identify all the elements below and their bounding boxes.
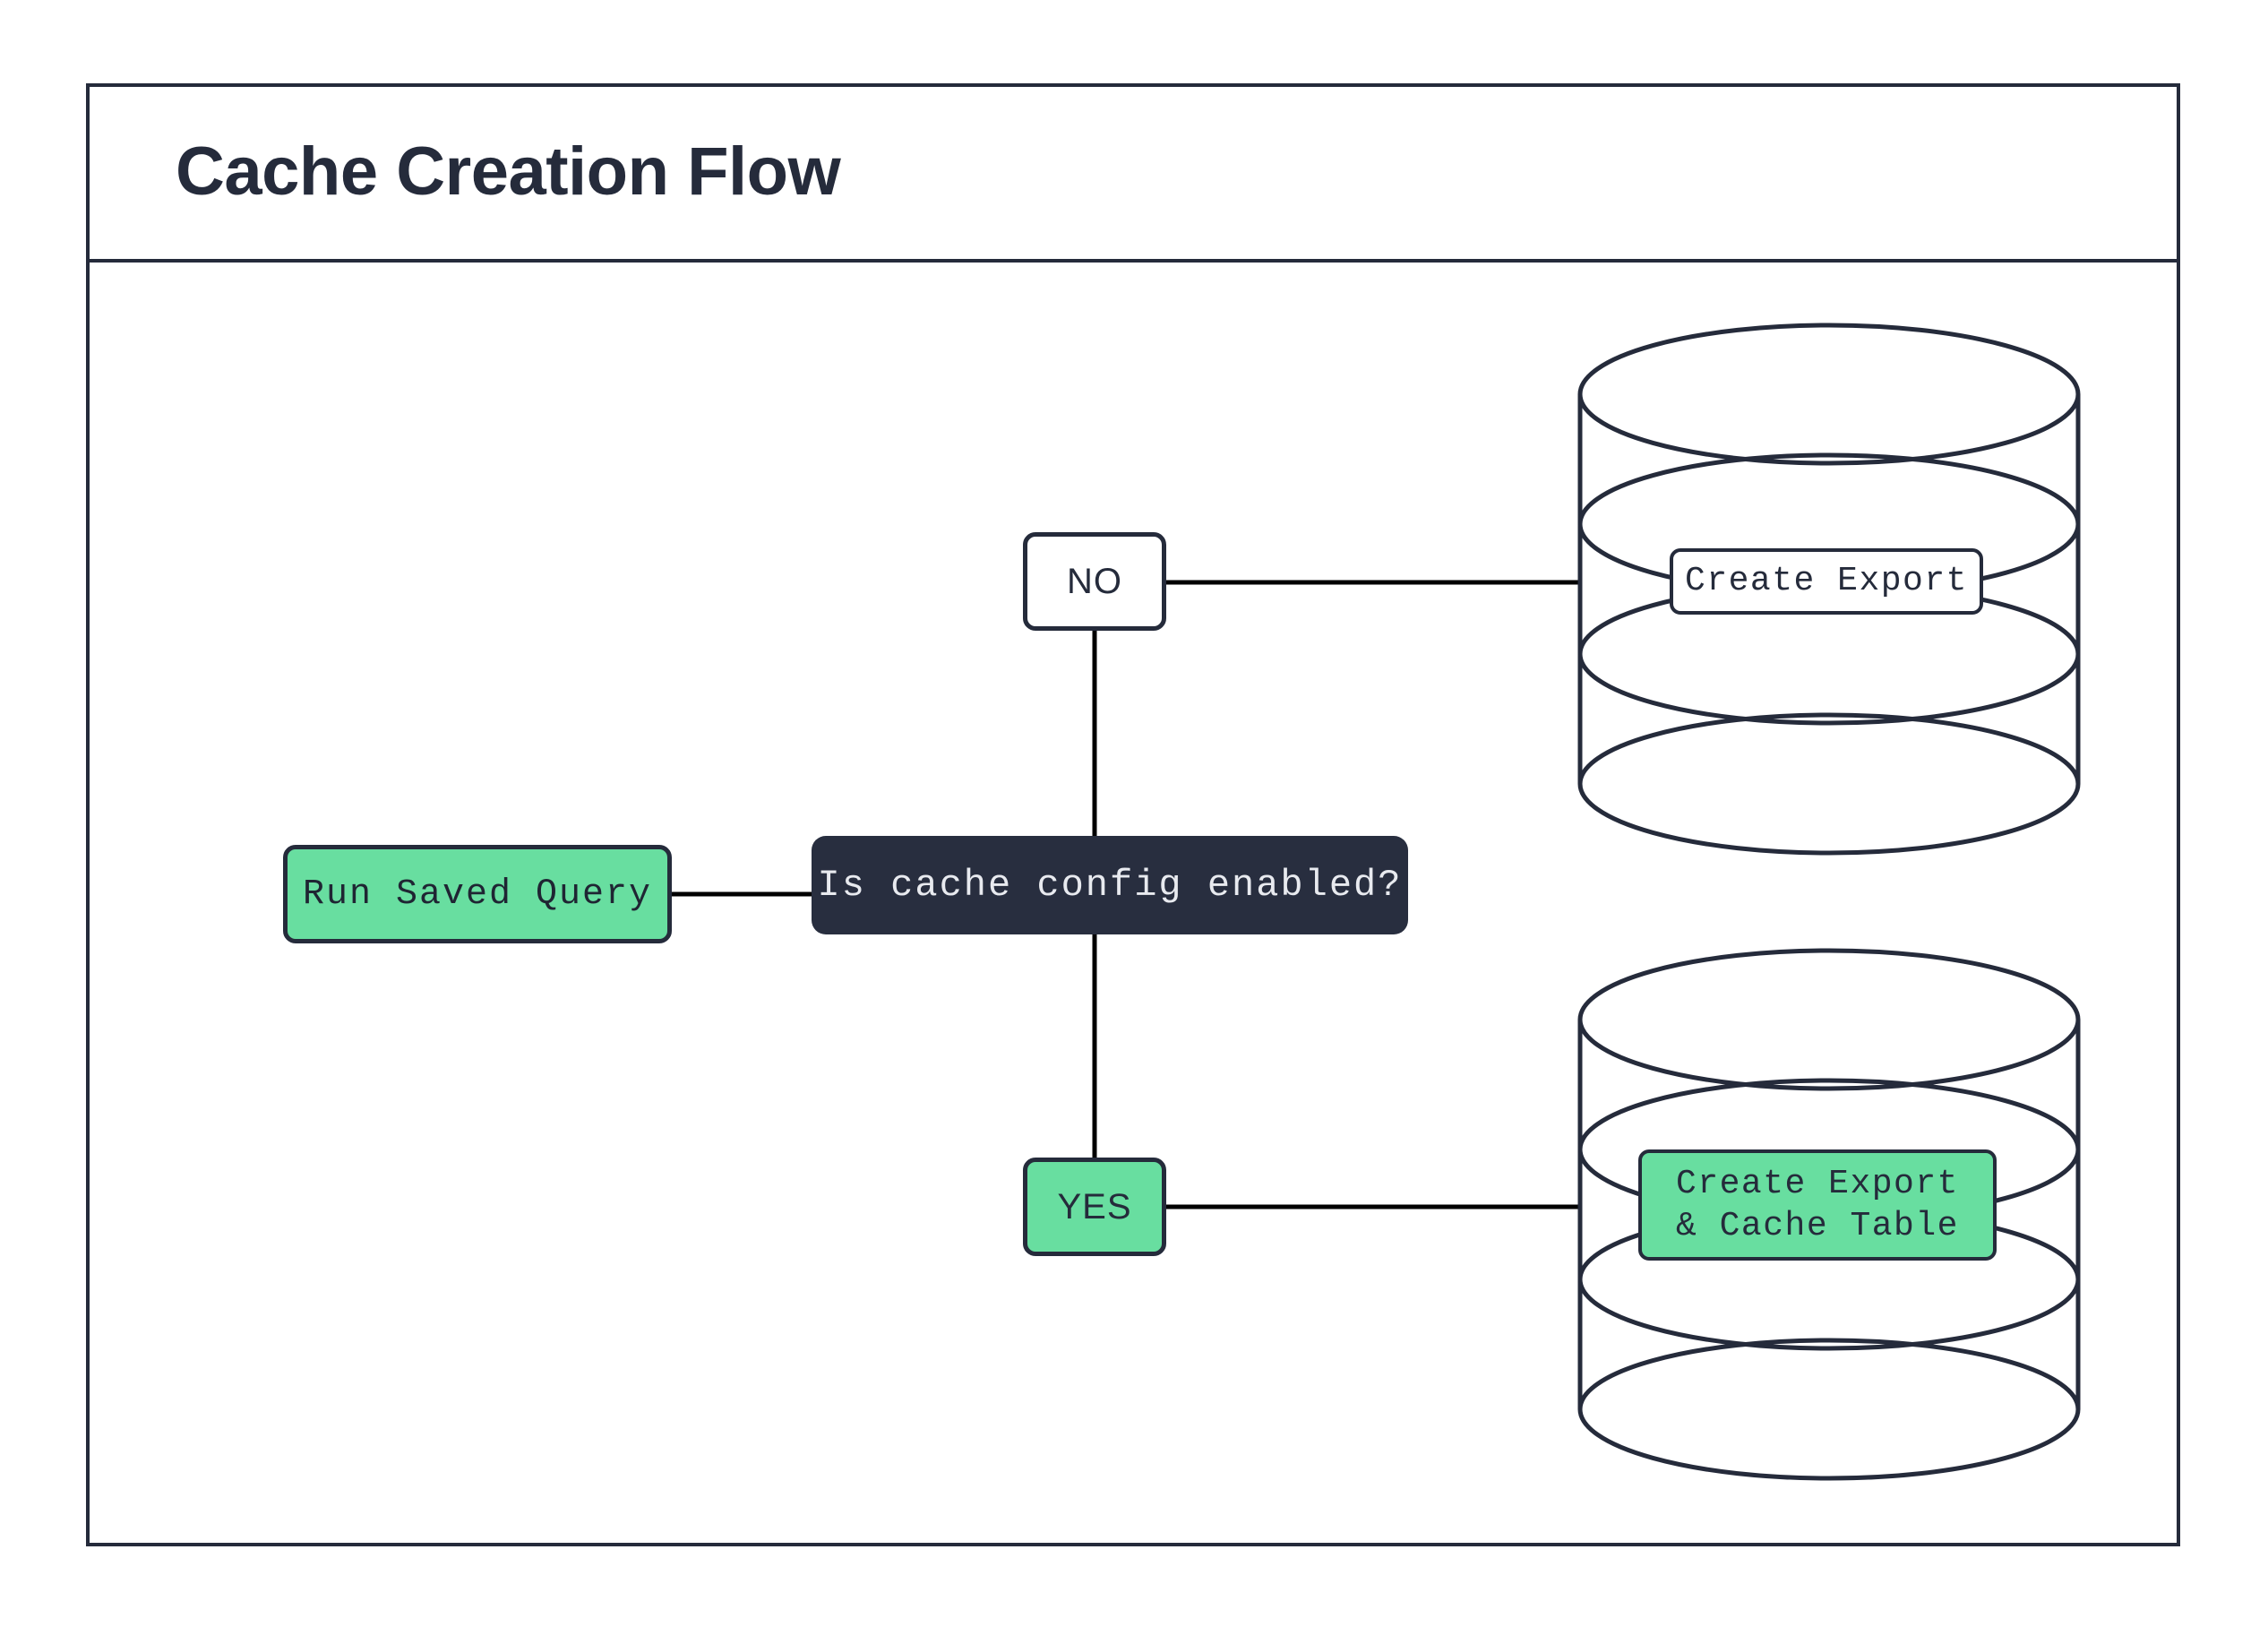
page-title: Cache Creation Flow [176,133,841,210]
node-create-export-label[interactable]: Create Export [1670,548,1983,615]
node-create-export-cache-table-line2: & Cache Table [1676,1207,1959,1245]
node-branch-no[interactable]: NO [1023,532,1166,631]
node-create-export-cache-table-line1: Create Export [1676,1164,1959,1203]
node-create-export-cache-table-label[interactable]: Create Export & Cache Table [1638,1149,1997,1261]
node-run-saved-query[interactable]: Run Saved Query [283,845,672,943]
diagram-title-bar: Cache Creation Flow [86,83,2180,263]
node-is-cache-config-enabled[interactable]: Is cache config enabled? [812,836,1408,934]
diagram-frame [86,83,2180,1546]
node-branch-yes[interactable]: YES [1023,1158,1166,1256]
